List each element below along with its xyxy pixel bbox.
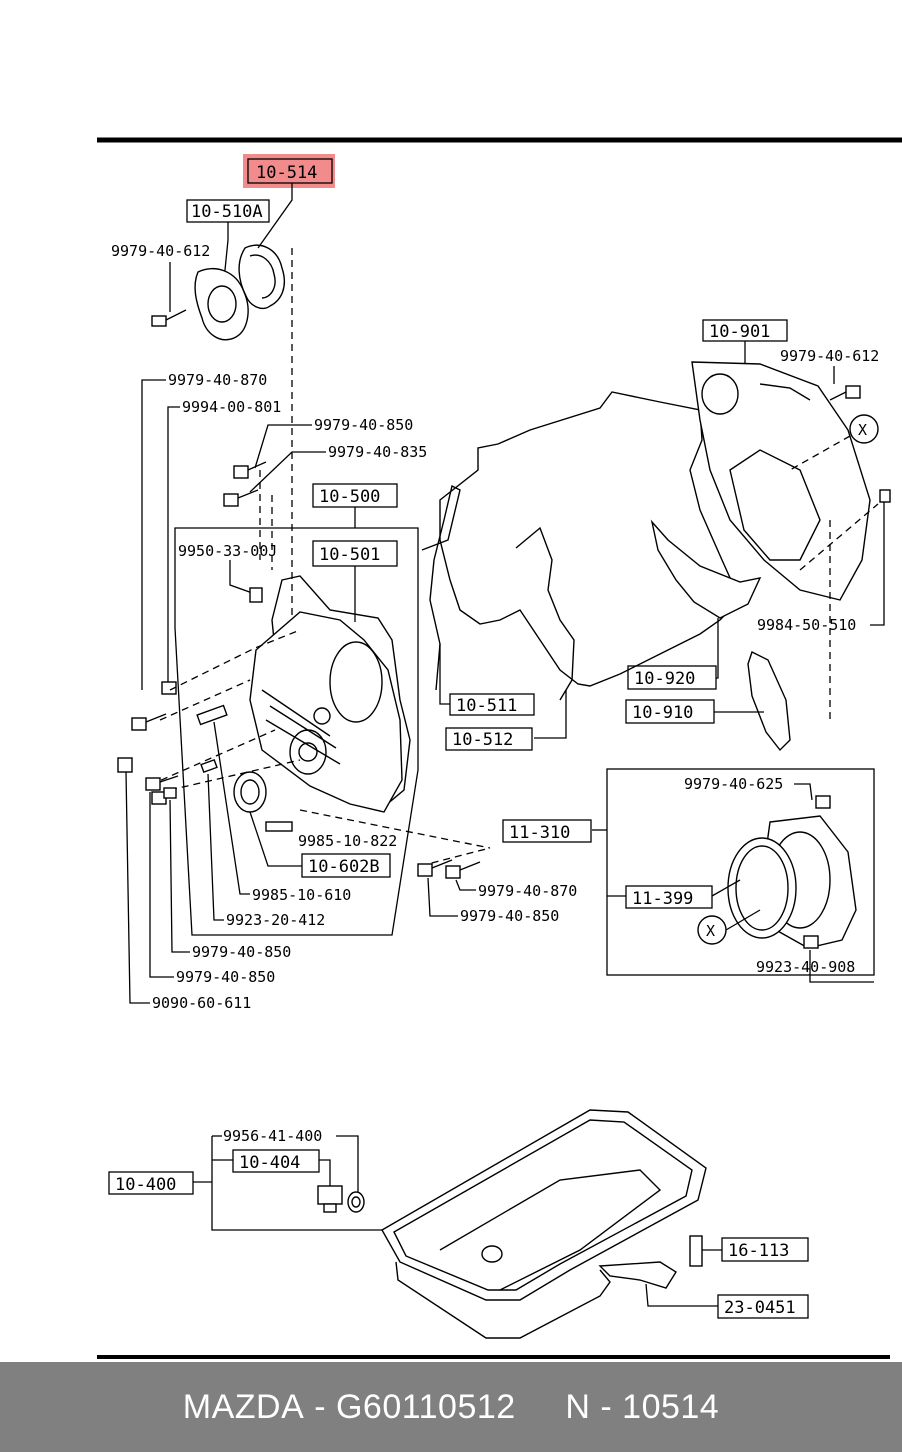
box-10-511[interactable] xyxy=(449,693,535,716)
highlight-10-514 xyxy=(243,154,335,188)
label-9984-50-510[interactable]: 9984-50-510 xyxy=(757,616,856,634)
marker-x-upper xyxy=(849,414,879,444)
label-10-512[interactable]: 10-512 xyxy=(452,730,513,750)
bolt-9979-40-612-a xyxy=(151,309,187,327)
label-11-399[interactable]: 11-399 xyxy=(632,889,693,909)
box-10-514[interactable] xyxy=(247,158,333,184)
label-9956-41-400[interactable]: 9956-41-400 xyxy=(223,1127,322,1145)
label-9979-40-625[interactable]: 9979-40-625 xyxy=(684,775,783,793)
oil-seal-10-602B xyxy=(233,771,267,813)
label-10-514[interactable]: 10-514 xyxy=(256,163,317,183)
bolts-lower-left xyxy=(117,757,179,805)
bolt-group-upper xyxy=(131,461,267,731)
bolt-9979-40-612-b xyxy=(845,385,861,399)
label-10-510A[interactable]: 10-510A xyxy=(191,202,263,222)
stud-9985-10-610 xyxy=(196,704,228,726)
label-16-113[interactable]: 16-113 xyxy=(728,1241,789,1261)
box-23-0451[interactable] xyxy=(717,1294,809,1319)
label-10-500[interactable]: 10-500 xyxy=(319,487,380,507)
label-9979-40-612-a[interactable]: 9979-40-612 xyxy=(111,242,210,260)
label-9950-33-00J[interactable]: 9950-33-00J xyxy=(178,542,277,560)
label-9979-40-870-b[interactable]: 9979-40-870 xyxy=(478,882,577,900)
oil-pan-10-400 xyxy=(381,1109,707,1301)
box-10-910[interactable] xyxy=(625,699,715,724)
pin-9923-40-908 xyxy=(803,935,819,949)
label-11-310[interactable]: 11-310 xyxy=(509,823,570,843)
drain-plug-10-404 xyxy=(317,1185,343,1213)
parts-diagram: 10-514 10-510A 9979-40-612 9979-40-870 9… xyxy=(97,137,902,1359)
label-9979-40-850-c[interactable]: 9979-40-850 xyxy=(176,968,275,986)
label-9994-00-801[interactable]: 9994-00-801 xyxy=(182,398,281,416)
timing-cover-10-500 xyxy=(249,611,403,813)
washer-9956-41-400 xyxy=(347,1191,365,1213)
label-9985-10-610[interactable]: 9985-10-610 xyxy=(252,886,351,904)
bolts-9979-40-870-b xyxy=(417,859,481,879)
footer-separator: - xyxy=(304,1387,336,1426)
box-11-310[interactable] xyxy=(502,819,592,843)
label-9979-40-850-a[interactable]: 9979-40-850 xyxy=(314,416,413,434)
box-10-400[interactable] xyxy=(108,1171,194,1195)
rear-plate-10-901 xyxy=(691,361,871,601)
label-9979-40-612-b[interactable]: 9979-40-612 xyxy=(780,347,879,365)
engine-block-outline xyxy=(439,391,741,687)
gasket-10-514 xyxy=(238,244,286,310)
rear-seal-frame xyxy=(606,768,875,976)
label-10-901[interactable]: 10-901 xyxy=(709,322,770,342)
box-16-113[interactable] xyxy=(721,1237,809,1262)
label-10-910[interactable]: 10-910 xyxy=(632,703,693,723)
footer-spacer xyxy=(516,1388,566,1427)
footer-brand: MAZDA xyxy=(182,1387,305,1426)
sensor-23-0451 xyxy=(598,1261,677,1289)
marker-x-upper-label: X xyxy=(858,421,867,439)
label-9090-60-611[interactable]: 9090-60-611 xyxy=(152,994,251,1012)
label-10-602B[interactable]: 10-602B xyxy=(308,857,380,877)
box-10-404[interactable] xyxy=(232,1149,320,1173)
label-23-0451[interactable]: 23-0451 xyxy=(724,1298,796,1318)
footer-bar: MAZDA - G60110512 N - 10514 xyxy=(0,1362,902,1452)
label-10-400[interactable]: 10-400 xyxy=(115,1175,176,1195)
label-10-404[interactable]: 10-404 xyxy=(239,1153,300,1173)
label-9979-40-835[interactable]: 9979-40-835 xyxy=(328,443,427,461)
box-10-512[interactable] xyxy=(445,727,533,751)
label-9923-40-908[interactable]: 9923-40-908 xyxy=(756,958,855,976)
bolt-9979-40-625 xyxy=(815,795,831,809)
gasket-10-511 xyxy=(421,484,461,691)
cover-10-510A xyxy=(194,268,249,341)
label-10-511[interactable]: 10-511 xyxy=(456,696,517,716)
label-9979-40-870-a[interactable]: 9979-40-870 xyxy=(168,371,267,389)
stud-9985-10-822 xyxy=(265,821,293,832)
label-9979-40-850-d[interactable]: 9979-40-850 xyxy=(460,907,559,925)
bolt-9984-50-510 xyxy=(879,489,891,503)
bolt-16-113 xyxy=(689,1235,703,1267)
label-9979-40-850-b[interactable]: 9979-40-850 xyxy=(192,943,291,961)
bracket-10-920 xyxy=(650,519,762,619)
label-9985-10-822[interactable]: 9985-10-822 xyxy=(298,832,397,850)
plate-10-910 xyxy=(747,651,791,752)
marker-x-lower-label: X xyxy=(706,922,715,940)
footer-ref: N - 10514 xyxy=(565,1387,720,1426)
label-9923-20-412[interactable]: 9923-20-412 xyxy=(226,911,325,929)
label-10-501[interactable]: 10-501 xyxy=(319,545,380,565)
box-11-399[interactable] xyxy=(625,885,713,909)
box-10-920[interactable] xyxy=(627,665,717,690)
pin-9923-20-412 xyxy=(200,758,218,774)
label-10-920[interactable]: 10-920 xyxy=(634,669,695,689)
footer-part-number: G60110512 xyxy=(335,1387,516,1426)
gasket-11-399 xyxy=(727,837,797,939)
gasket-10-512 xyxy=(515,526,575,701)
